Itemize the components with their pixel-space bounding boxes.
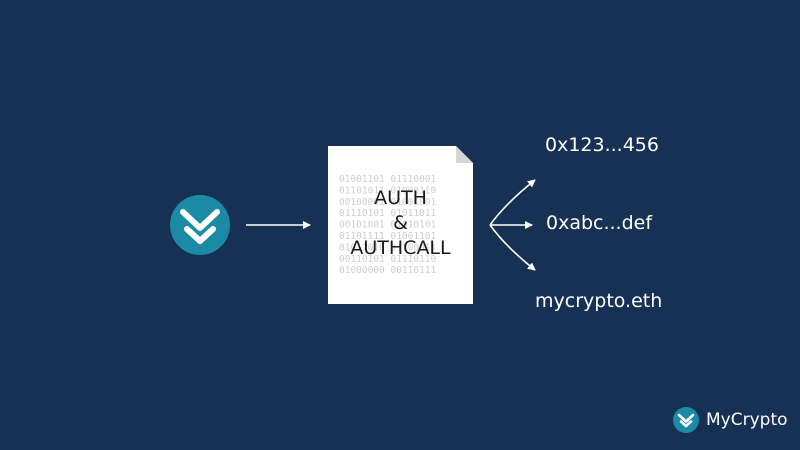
mycrypto-small-logo-icon — [673, 407, 699, 433]
binary-row: 00110101 01110110 — [339, 254, 437, 265]
address-item-1: 0x123...456 — [545, 134, 659, 156]
document-label-line-2: & — [393, 212, 408, 234]
binary-row: 01101111 01001101 — [339, 231, 437, 242]
binary-row: 01000000 00110111 — [339, 265, 437, 276]
binary-row: 00100001 01001001 — [339, 197, 437, 208]
binary-row: 01101011 01000110 — [339, 185, 437, 196]
binary-row: 00101001 01010101 — [339, 220, 437, 231]
brand-logo: MyCrypto — [672, 406, 788, 434]
address-item-3: mycrypto.eth — [535, 290, 663, 312]
brand-name: MyCrypto — [706, 410, 788, 430]
address-item-2: 0xabc...def — [546, 212, 653, 234]
arrow-to-address-3 — [489, 224, 536, 271]
arrow-to-address-1 — [489, 179, 536, 226]
document-label-line-3: AUTHCALL — [350, 237, 451, 259]
document-label: AUTH & AUTHCALL — [328, 186, 473, 261]
branch-arrows — [489, 179, 536, 271]
binary-row: 01001101 01110001 — [339, 174, 437, 185]
binary-row: 01011010 01100011 — [339, 242, 437, 253]
document-label-line-1: AUTH — [374, 187, 427, 209]
mycrypto-logo-icon — [170, 195, 230, 255]
binary-row: 01110101 01011011 — [339, 208, 437, 219]
